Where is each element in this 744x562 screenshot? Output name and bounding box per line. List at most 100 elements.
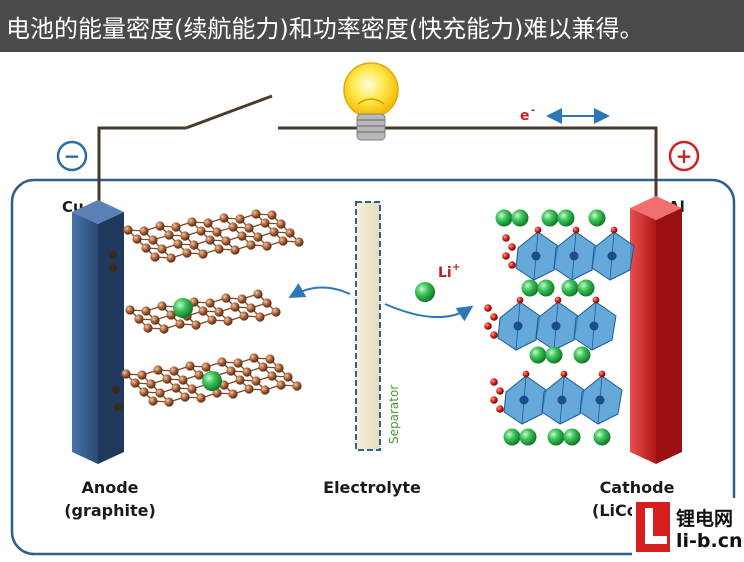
external-circuit [97,94,658,212]
carbon-atom [201,362,211,372]
carbon-atom [237,294,247,304]
lithium-ion [495,209,513,227]
carbon-atom [262,298,272,308]
carbon-atom [137,370,147,380]
oxygen-atom [490,313,498,321]
carbon-atom [180,392,190,402]
carbon-atom [196,226,206,236]
header-bar: 电池的能量密度(续航能力)和功率密度(快充能力)难以兼得。 [0,0,744,52]
carbon-atom [267,210,277,220]
carbon-atom [180,231,190,241]
separator [355,201,381,451]
cobalt-atom [531,251,541,261]
carbon-atom [121,369,131,379]
ion-flow-arrow-right [384,303,474,322]
oxygen-atom [522,370,530,378]
carbon-atom [114,403,122,411]
carbon-atom [203,218,213,228]
carbon-atom [134,314,144,324]
carbon-atom [246,240,256,250]
carbon-atom [153,365,163,375]
carbon-atom [157,244,167,254]
carbon-atom [230,245,240,255]
oxygen-atom [534,226,542,234]
carbon-atom [171,222,181,232]
carbon-atom [132,234,142,244]
lithium-ion [541,209,559,227]
carbon-atom [267,371,277,381]
anode-label: Anode [81,478,138,497]
lithium-ion [202,371,222,391]
carbon-atom [112,386,120,394]
lithium-charge: + [452,262,460,273]
carbon-atom [251,209,261,219]
oxygen-atom [516,296,524,304]
lithium-ion [577,279,595,297]
cathode-plate [630,196,682,464]
cobalt-atom [513,321,523,331]
carbon-atom [269,227,279,237]
oxygen-atom [496,405,504,413]
electron-charge: - [531,105,535,116]
carbon-atom [239,311,249,321]
carbon-atom [217,357,227,367]
carbon-atom [198,306,208,316]
carbon-atom [221,236,231,246]
carbon-atom [166,253,176,263]
oxygen-atom [484,322,492,330]
cobalt-atom [557,395,567,405]
carbon-atom [235,375,245,385]
oxygen-atom [490,378,498,386]
carbon-atom [130,378,140,388]
header-title: 电池的能量密度(续航能力)和功率密度(快充能力)难以兼得。 [6,15,644,43]
watermark-text-bottom: li-b.cn [676,530,743,552]
oxygen-atom [560,370,568,378]
carbon-atom [171,383,181,393]
lithium-ion [537,279,555,297]
cathode-label: Cathode [600,478,675,497]
carbon-atom [237,231,247,241]
watermark-logo-icon [636,502,670,552]
carbon-atom [125,305,135,315]
carbon-atom [235,214,245,224]
carbon-atom [159,324,169,334]
cobalt-atom [569,251,579,261]
lithium-ion [593,428,611,446]
cobalt-atom [595,395,605,405]
lithium-ion [521,279,539,297]
carbon-atom [205,298,215,308]
lithium-label: Li [438,265,452,281]
positive-terminal-icon: + [668,140,700,172]
cobalt-atom [551,321,561,331]
oxygen-atom [496,387,504,395]
carbon-atom [150,315,160,325]
ion-flow-arrow-left [288,283,351,298]
carbon-atom [187,217,197,227]
carbon-atom [233,358,243,368]
carbon-atom [139,387,149,397]
carbon-atom [148,396,158,406]
carbon-atom [166,310,176,320]
carbon-atom [221,293,231,303]
carbon-atom [191,320,201,330]
carbon-atom [155,221,165,231]
oxygen-atom [592,296,600,304]
carbon-atom [162,374,172,384]
oxygen-atom [484,304,492,312]
carbon-atom [123,225,133,235]
lithium-ion [503,428,521,446]
carbon-atom [214,307,224,317]
carbon-atom [196,393,206,403]
carbon-atom [139,226,149,236]
lithium-ion [563,428,581,446]
carbon-atom [189,240,199,250]
carbon-atom [198,249,208,259]
oxygen-atom [490,331,498,339]
anode-plate [72,200,124,464]
carbon-atom [271,307,281,317]
carbon-atom [276,219,286,229]
lithium-ion [573,346,591,364]
lithium-ion [415,282,435,302]
carbon-atom [294,237,304,247]
watermark: 锂电网 li-b.cn [632,498,744,558]
